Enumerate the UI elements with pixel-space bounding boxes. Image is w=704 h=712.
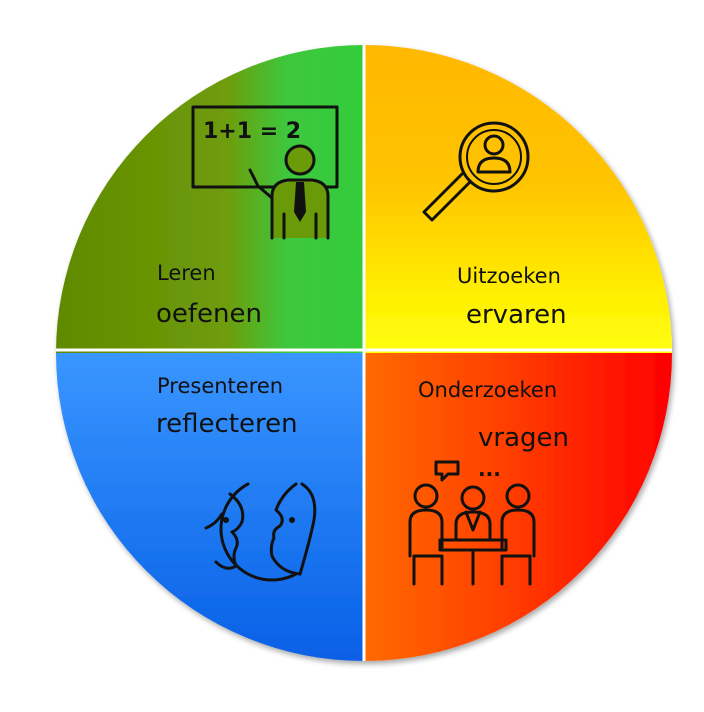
label-vragen: vragen: [478, 423, 569, 453]
board-equation: 1+1 = 2: [203, 119, 301, 144]
teacher-board-icon: 1+1 = 2: [191, 105, 339, 240]
label-uitzoeken: Uitzoeken: [457, 264, 561, 288]
meeting-group-icon: ...: [408, 457, 536, 586]
label-ervaren: ervaren: [466, 300, 567, 330]
speech-dots: ...: [478, 457, 501, 481]
search-person-icon: [422, 121, 530, 222]
quadrant-bottom-left: [56, 353, 364, 661]
quadrant-top-right: [364, 45, 672, 353]
quadrant-top-left: [56, 45, 364, 353]
label-onderzoeken: Onderzoeken: [418, 378, 557, 402]
label-leren: Leren: [157, 261, 216, 285]
two-faces-icon: [204, 482, 317, 582]
label-reflecteren: reflecteren: [156, 409, 298, 439]
label-presenteren: Presenteren: [157, 374, 283, 398]
label-oefenen: oefenen: [156, 299, 262, 329]
